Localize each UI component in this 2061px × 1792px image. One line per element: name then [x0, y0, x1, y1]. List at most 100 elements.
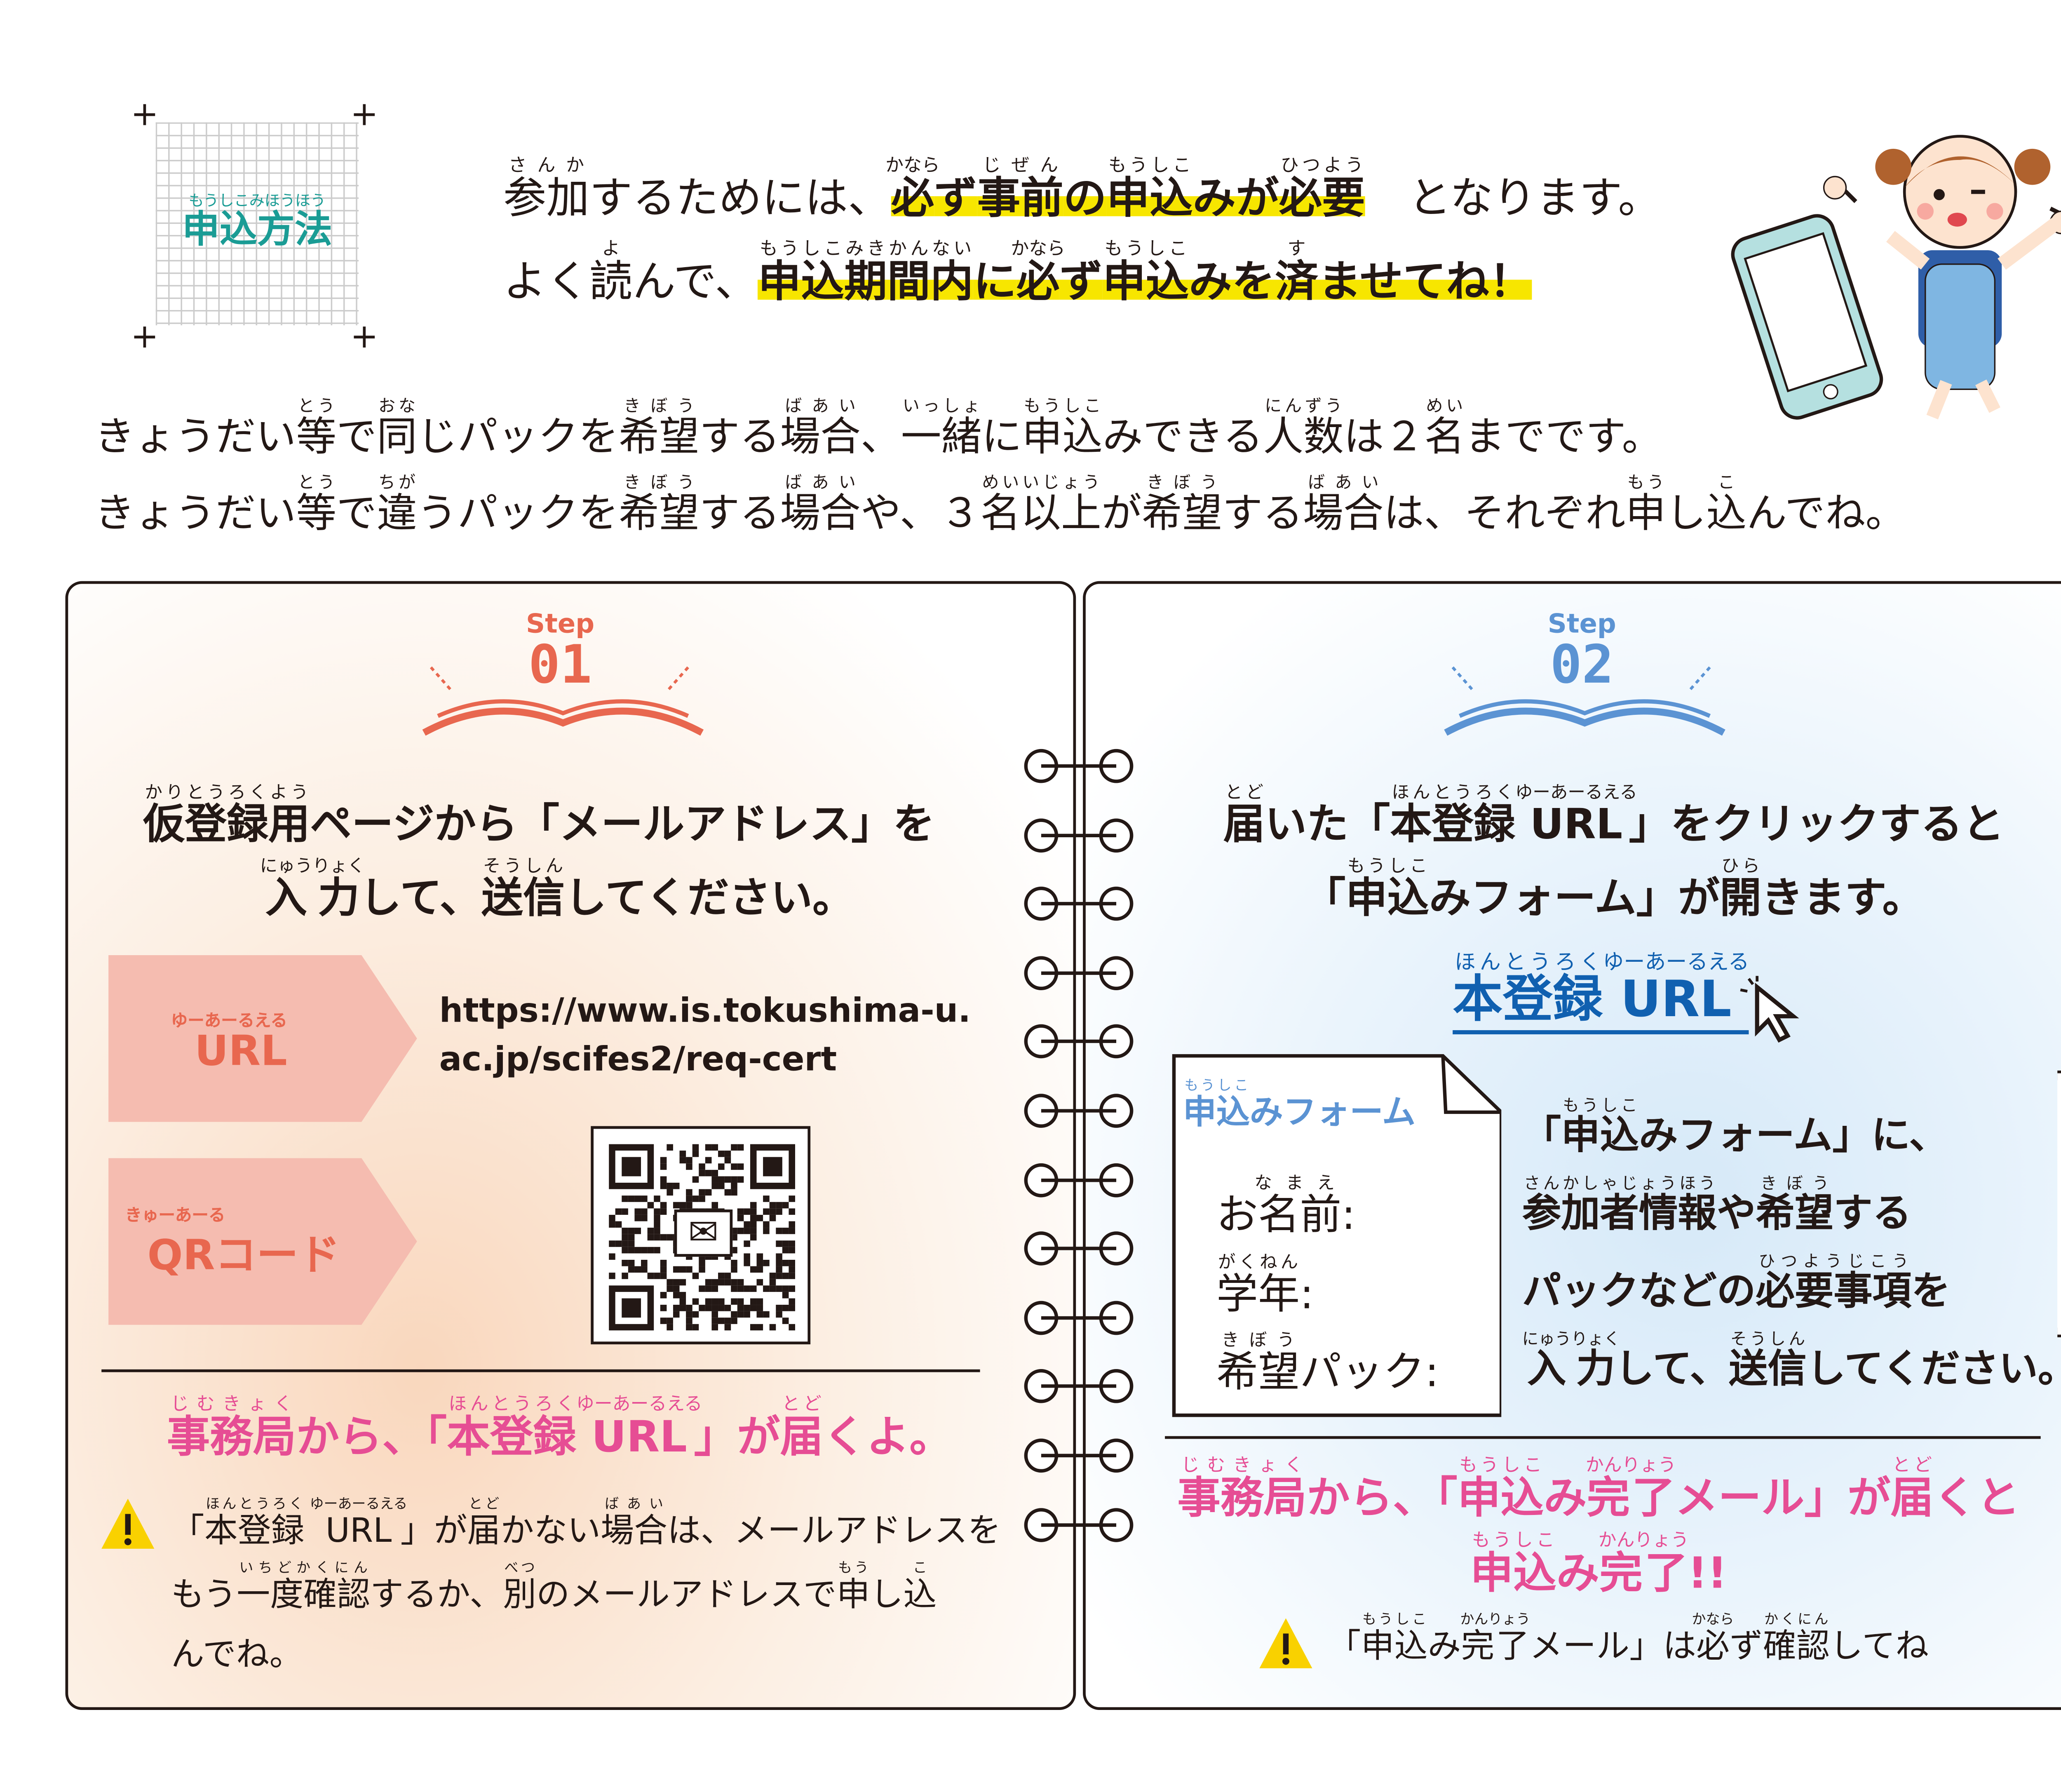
text-segment: してください。 [565, 874, 854, 923]
form-field-name: お名前 なまえ: [1216, 1172, 1356, 1242]
furigana: ばあい [780, 472, 861, 492]
text-segment: : [1341, 1191, 1356, 1240]
text-segment: 届とど [780, 1394, 824, 1463]
text-segment: ず [1059, 257, 1103, 308]
mail-icon: ✉ [674, 1209, 733, 1257]
form-field-grade: 学年がくねん: [1216, 1251, 1314, 1321]
qr-code[interactable]: ✉ [591, 1126, 811, 1345]
text-segment: 必かなら [1692, 1612, 1734, 1666]
furigana: かりとうろくよう [143, 781, 310, 802]
text-segment: : [1300, 1271, 1314, 1320]
text-segment: 違ちが [377, 472, 417, 537]
text-segment: URLゆーあーるえる [1515, 781, 1637, 850]
notebook-tab [2057, 1070, 2061, 1338]
divider [1165, 1436, 2041, 1439]
text-segment: 必かなら [885, 155, 940, 224]
crop-mark-icon: + [350, 94, 378, 134]
step2-notice-2: 申込もうしこみ完了かんりょう!! [1112, 1531, 2061, 1600]
text-segment: に [973, 257, 1016, 308]
text-segment: 届とど [1890, 1455, 1934, 1524]
text-segment: ず [1729, 1626, 1763, 1666]
spiral-ring [1023, 1300, 1134, 1336]
text-segment: は、メールアドレスを [667, 1511, 1001, 1550]
text-segment: 一度確認いちどかくにん [237, 1561, 371, 1614]
registration-url-button[interactable]: 本登録ほんとうろくURLゆーあーるえる [1453, 949, 1749, 1035]
step2-header: Step 02 [1443, 611, 1721, 691]
spiral-ring [1023, 1024, 1134, 1060]
text-segment: お名前 なまえ [1216, 1172, 1342, 1240]
text-segment: や、３ [860, 489, 981, 537]
qr-label: QRコード [147, 1231, 340, 1280]
text-segment: URLゆーあーるえる [310, 1497, 408, 1550]
text-segment: する [1833, 1190, 1912, 1236]
furigana: いちどかくにん [237, 1561, 371, 1577]
text-segment: 申込もうしこ [1022, 396, 1103, 460]
text-segment: うパックを [417, 489, 619, 537]
furigana: きぼう [1141, 472, 1223, 492]
step1-number: 01 [528, 634, 592, 695]
furigana: めいいじょう [980, 472, 1101, 492]
form-field-pack: 希望きぼうパック: [1216, 1329, 1439, 1399]
text-segment: を [1911, 1268, 1951, 1314]
text-segment: URLゆーあーるえる [576, 1394, 702, 1463]
text-segment: してね [1829, 1626, 1929, 1666]
text-segment: 仮登録用かりとうろくよう [143, 781, 310, 850]
text-segment: み [1556, 1548, 1600, 1599]
text-segment: 希望きぼう [618, 472, 700, 537]
furigana: めい [1424, 396, 1465, 416]
furigana: さんかしゃじょうほう [1522, 1173, 1717, 1193]
note-line-1: きょうだい等とうで同おなじパックを希望きぼうする場合ばあい、一緒いっしょに申込も… [94, 396, 1662, 463]
furigana: ばあい [780, 396, 861, 416]
furigana: おな [377, 396, 417, 416]
spiral-ring [1023, 1093, 1134, 1129]
text-segment: 参加さんか [503, 155, 589, 224]
text-segment: 希望きぼう [618, 396, 700, 460]
text-segment: 開ひら [1720, 855, 1762, 923]
text-segment: もう [171, 1575, 237, 1614]
text-segment: んでね。 [1746, 489, 1906, 537]
text-segment: して、 [359, 874, 481, 923]
text-segment: から、「 [296, 1412, 447, 1463]
header-line-2: よく読よんで、申込期間内もうしこみきかんないに必かならず申込もうしこみを済すませ… [503, 239, 1533, 309]
furigana: とう [296, 396, 337, 416]
furigana: きぼう [1216, 1329, 1300, 1350]
furigana: なまえ [1216, 1172, 1342, 1193]
qr-arrow-label: きゅーあーる QRコード [108, 1158, 417, 1325]
text-segment: 確認かくにん [1763, 1612, 1830, 1666]
text-segment: 、 [860, 413, 901, 460]
step1-panel [65, 581, 1076, 1710]
furigana: もうしこ [1022, 396, 1103, 416]
furigana: にゅうりょく [1522, 1329, 1620, 1349]
warning-icon [99, 1496, 157, 1552]
divider [101, 1369, 980, 1372]
text-segment: 届とど [1223, 781, 1265, 850]
furigana: ばあい [1303, 472, 1384, 492]
furigana: こ [903, 1561, 937, 1577]
furigana: かなら [1692, 1612, 1734, 1628]
text-segment: 」が [400, 1511, 467, 1550]
furigana: もうしこ [1457, 1455, 1544, 1477]
text-segment: 申もう [836, 1561, 870, 1614]
text-segment: 等とう [296, 472, 337, 537]
furigana: きぼう [1756, 1173, 1834, 1193]
text-segment: みできる [1102, 413, 1263, 460]
registration-url-link[interactable]: https://www.is.tokushima-u. ac.jp/scifes… [439, 987, 971, 1084]
text-segment: 申込もうしこ [1470, 1531, 1556, 1599]
text-segment: みが [1192, 174, 1279, 224]
text-segment: み [1543, 1473, 1587, 1524]
spiral-ring [1023, 1231, 1134, 1267]
furigana: とど [1890, 1455, 1934, 1477]
furigana: かなら [1011, 239, 1066, 260]
text-segment: は、それぞれ [1383, 489, 1626, 537]
url-ruby: ゆーあーるえる [171, 1010, 287, 1030]
crop-mark-icon: + [131, 94, 159, 134]
text-segment: のメールアドレスで [536, 1575, 837, 1614]
furigana: よ [589, 239, 633, 260]
furigana: ちが [377, 472, 417, 492]
text-segment: よく [503, 257, 589, 308]
smartphone-icon [1731, 214, 1883, 420]
furigana: ゆーあーるえる [1603, 949, 1749, 975]
text-segment: 希望きぼう [1756, 1173, 1834, 1236]
badge-ruby: もうしこみほうほう [188, 192, 326, 210]
text-segment: パックなどの [1522, 1268, 1756, 1314]
